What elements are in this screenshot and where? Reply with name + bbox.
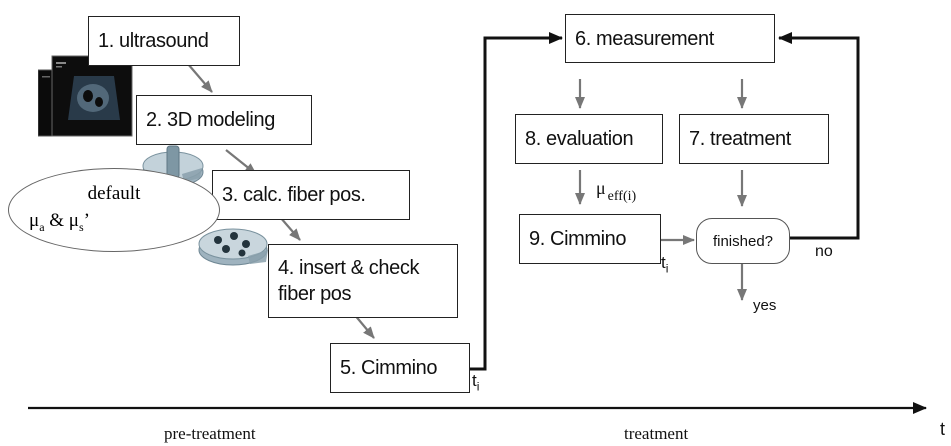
bubble-mu-text: μa & μs’ [29,210,90,235]
t-symbol: t [472,371,477,390]
step-1-ultrasound-box: 1. ultrasound [88,16,240,66]
step-5-label: 5. Cimmino [340,357,438,379]
step-9-cimmino-box: 9. Cimmino [519,214,661,264]
step-4-label-line1: 4. insert & check [278,257,420,279]
step-2-label: 2. 3D modeling [146,109,275,131]
mu-eff-subscript: eff(i) [607,189,637,204]
step-3-label: 3. calc. fiber pos. [222,184,366,206]
mu-s-subscript: s [78,219,84,234]
step-7-treatment-box: 7. treatment [679,114,829,164]
step-4-insert-check-box: 4. insert & check fiber pos [268,244,458,318]
bubble-default-text: default [87,183,141,204]
step-6-measurement-box: 6. measurement [565,14,775,63]
fiber-positions-illustration [198,228,268,266]
mu-s-symbol: μ [68,210,79,231]
step-9-label: 9. Cimmino [529,228,627,250]
finished-decision: finished? [696,218,790,264]
step-8-label: 8. evaluation [525,128,634,150]
ampersand-text: & [44,210,69,231]
time-ti-label-step-9: ti [661,253,668,275]
step-1-label: 1. ultrasound [98,30,209,52]
arrow-4-to-5 [353,313,375,339]
step-4-label-line2: fiber pos [278,283,352,305]
step-3-calc-fiber-pos-box: 3. calc. fiber pos. [212,170,410,220]
decision-label: finished? [712,232,774,250]
mu-a-symbol: μ [29,210,40,231]
step-5-cimmino-box: 5. Cimmino [330,343,470,393]
arrow-no-loop [778,32,860,240]
no-label: no [815,243,833,260]
arrow-1-to-2 [187,63,213,93]
time-axis-label: t [940,419,946,439]
t-subscript: i [665,261,669,276]
arrow-5-to-6 [470,32,563,371]
step-2-3d-modeling-box: 2. 3D modeling [136,95,312,145]
treatment-phase-label: treatment [624,424,689,443]
step-8-evaluation-box: 8. evaluation [515,114,663,164]
time-ti-label-step-5: ti [472,371,479,393]
step-6-label: 6. measurement [575,27,714,50]
t-symbol: t [661,253,666,272]
pre-treatment-phase-label: pre-treatment [164,424,256,443]
prime-mark: ’ [83,210,90,231]
mu-eff-symbol: μ [596,178,606,198]
yes-label: yes [753,297,777,314]
mu-a-subscript: a [39,219,45,234]
ultrasound-image [38,55,133,137]
default-optical-properties-bubble: default μa & μs’ [8,168,220,252]
step-7-label: 7. treatment [689,128,791,150]
t-subscript: i [476,379,480,394]
arrow-3-to-4 [279,216,301,241]
